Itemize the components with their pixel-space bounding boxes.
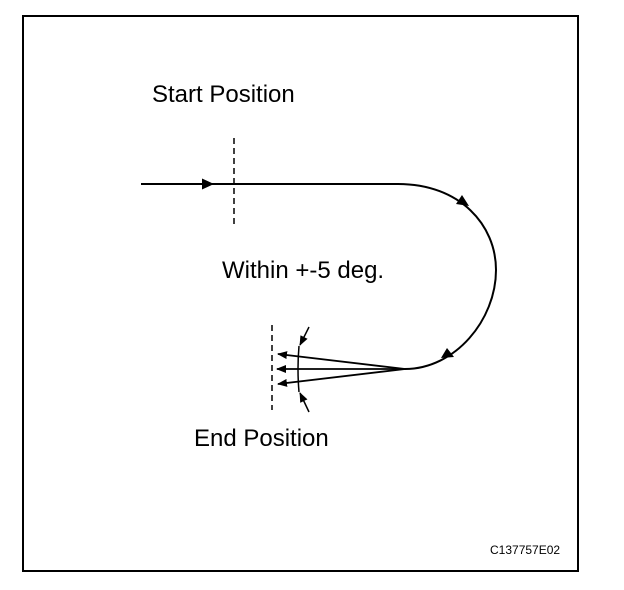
end-arrow-upper <box>277 351 406 370</box>
end-arrow-lower <box>277 368 406 387</box>
angle-pointer-bottom <box>299 392 310 413</box>
start-position-label: Start Position <box>152 81 295 108</box>
angle-tolerance-arc <box>297 345 300 393</box>
direction-arrow-2 <box>456 195 469 206</box>
figure-code: C137757E02 <box>490 543 561 557</box>
angle-tolerance-label: Within +-5 deg. <box>222 257 385 284</box>
diagram-frame <box>22 15 579 572</box>
direction-arrow-1 <box>202 178 214 190</box>
angle-pointer-top <box>299 326 310 346</box>
end-position-label: End Position <box>194 425 329 452</box>
direction-arrow-3 <box>441 348 454 358</box>
